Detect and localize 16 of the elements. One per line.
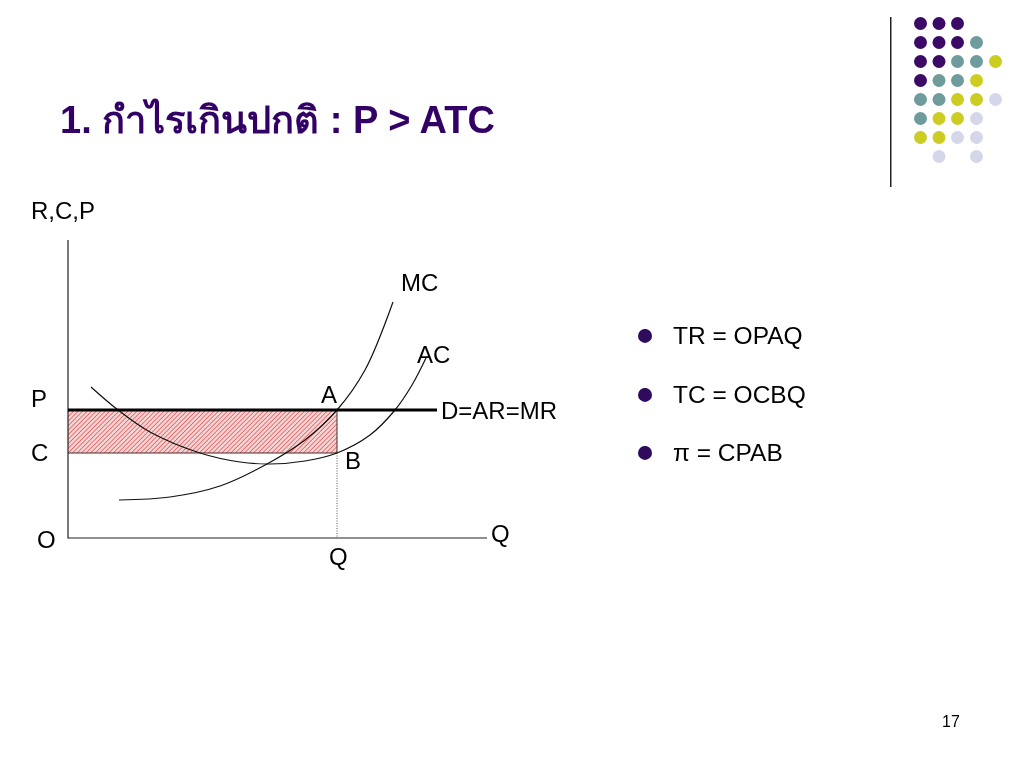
formula-text: TC = OCBQ [673,380,806,410]
curve-label: MC [401,269,439,297]
slide-title: 1. กำไรเกินปกติ : P > ATC [60,97,495,144]
axis-label: Q [491,520,510,548]
axis-value-label: C [31,439,49,467]
point-label: A [321,381,337,409]
curve-label: D=AR=MR [441,397,558,425]
formula-text: π = CPAB [673,438,783,468]
axis-value-label: Q [329,543,348,571]
formula-text: TR = OPAQ [673,321,803,351]
axis-label: R,C,P [31,197,95,225]
axis-value-label: P [31,385,47,413]
point-label: B [345,447,361,475]
page-number: 17 [942,712,960,732]
origin-label: O [37,526,56,554]
curve-label: AC [417,341,451,369]
